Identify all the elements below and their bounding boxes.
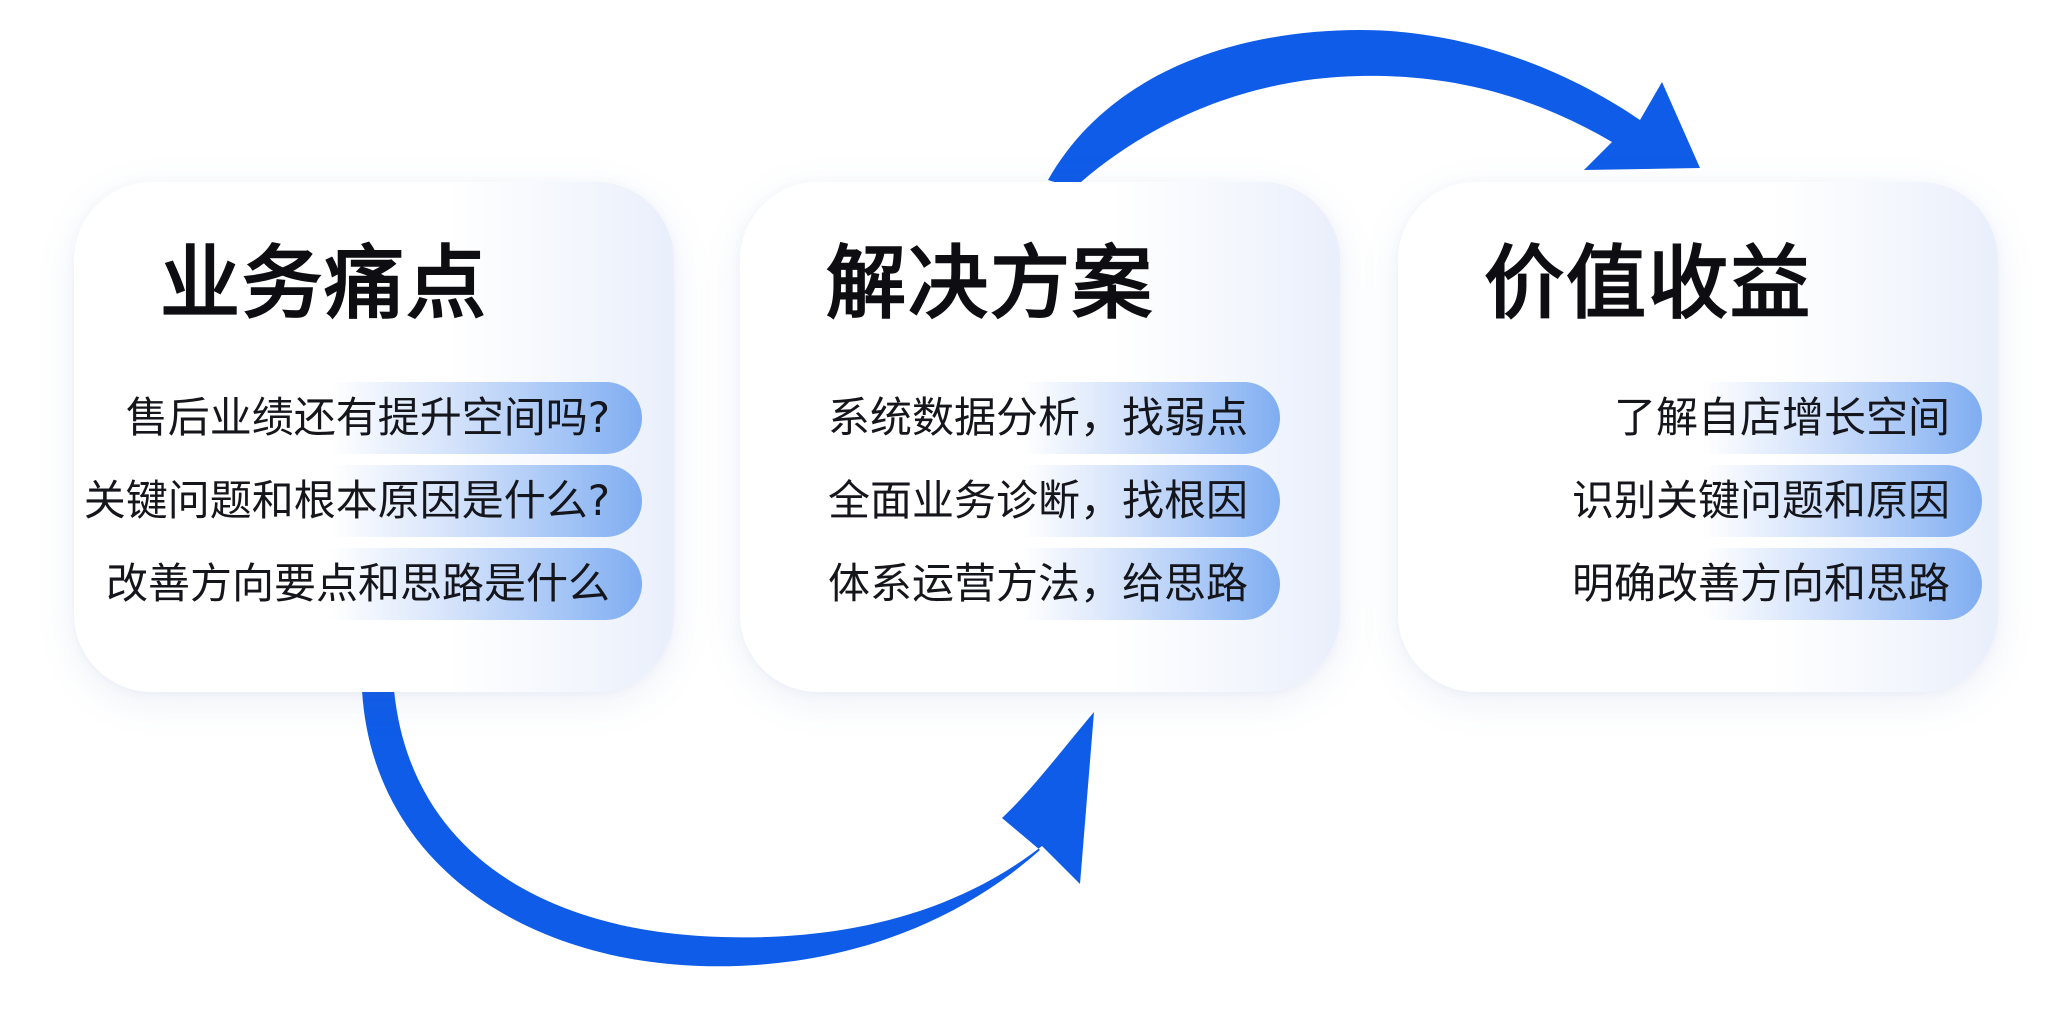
card-value: 价值收益 了解自店增长空间 识别关键问题和原因 明确改善方向和思路 bbox=[1398, 182, 1998, 692]
list-item: 体系运营方法，给思路 bbox=[828, 548, 1280, 620]
curved-arrow-bottom bbox=[362, 690, 1094, 967]
list-item: 改善方向要点和思路是什么 bbox=[106, 548, 642, 620]
list-item: 售后业绩还有提升空间吗? bbox=[122, 382, 642, 454]
list-item: 明确改善方向和思路 bbox=[1516, 548, 1982, 620]
list-item: 识别关键问题和原因 bbox=[1516, 465, 1982, 537]
list-item: 了解自店增长空间 bbox=[1516, 382, 1982, 454]
card-title: 业务痛点 bbox=[160, 237, 488, 330]
card-solution: 解决方案 系统数据分析，找弱点 全面业务诊断，找根因 体系运营方法，给思路 bbox=[740, 182, 1340, 692]
card-title: 价值收益 bbox=[1484, 237, 1812, 330]
card-pain-points: 业务痛点 售后业绩还有提升空间吗? 关键问题和根本原因是什么? 改善方向要点和思… bbox=[74, 182, 674, 692]
list-item: 系统数据分析，找弱点 bbox=[828, 382, 1280, 454]
list-item: 关键问题和根本原因是什么? bbox=[84, 465, 642, 537]
list-item: 全面业务诊断，找根因 bbox=[828, 465, 1280, 537]
card-title: 解决方案 bbox=[826, 237, 1154, 330]
curved-arrow-top bbox=[1048, 30, 1700, 188]
